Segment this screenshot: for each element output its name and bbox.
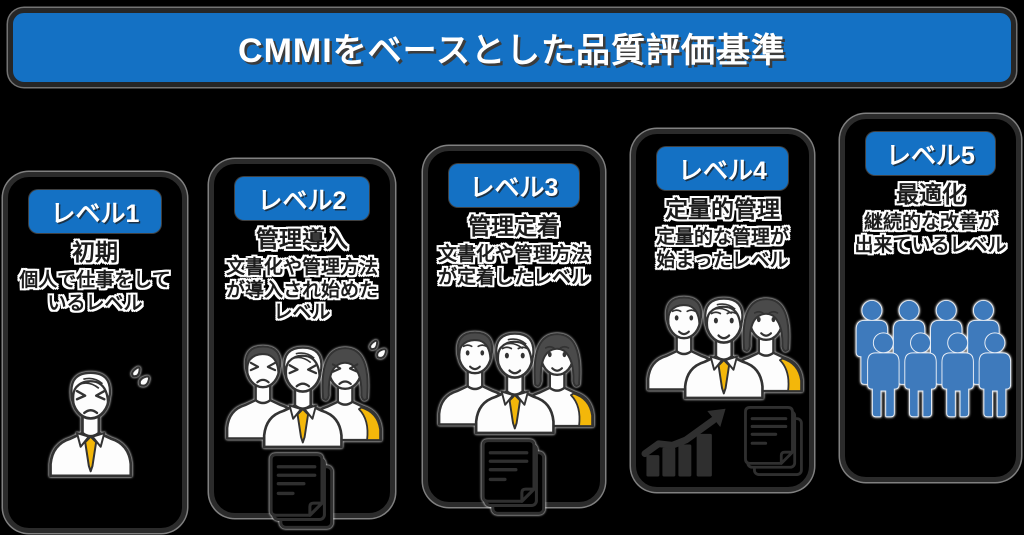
- level-5-badge: レベル5: [865, 132, 996, 175]
- level-3-art: [426, 313, 602, 435]
- document-stack-icon: [743, 406, 803, 477]
- sweat-drops-icon: [131, 366, 151, 387]
- level-5-heading: 最適化: [896, 181, 965, 207]
- growth-bar-chart-icon: [639, 408, 733, 478]
- page-title: CMMIをベースとした品質評価基準: [238, 32, 786, 70]
- level-3-description: 文書化や管理方法 が定着したレベル: [437, 244, 590, 288]
- level-4-art: [635, 278, 811, 400]
- level-card-4: レベル4 定量的管理 定量的な管理が 始まったレベル: [631, 129, 814, 492]
- blue-crowd-illustration: [855, 300, 1011, 418]
- worried-team-illustration: [225, 339, 387, 448]
- level-1-description: 個人で仕事をして いるレベル: [19, 270, 171, 314]
- document-stack-icon: [481, 439, 546, 516]
- level-2-description: 文書化や管理方法 が導入され始めた レベル: [225, 257, 378, 324]
- level-2-heading: 管理導入: [256, 226, 348, 252]
- level-1-badge: レベル1: [28, 190, 162, 233]
- level-2-art: [214, 327, 390, 449]
- sweat-drops-icon: [369, 339, 387, 359]
- level-4-badge: レベル4: [656, 147, 789, 190]
- level-card-3: レベル3 管理定着 文書化や管理方法 が定着したレベル: [423, 146, 605, 516]
- stressed-worker-illustration: [49, 366, 151, 478]
- level-4-description: 定量的な管理が 始まったレベル: [655, 227, 789, 271]
- team-illustration: [646, 296, 803, 400]
- level-1-art: [25, 351, 165, 478]
- level-3-badge: レベル3: [448, 164, 580, 207]
- level-5-art: [851, 299, 1011, 421]
- level-3-heading: 管理定着: [468, 213, 560, 239]
- level-1-heading: 初期: [72, 239, 118, 265]
- level-4-heading: 定量的管理: [665, 196, 780, 222]
- level-card-5: レベル5 最適化 継続的な改善が 出来ているレベル: [840, 114, 1021, 482]
- level-card-1: レベル1 初期 個人で仕事をして いるレベル: [3, 172, 187, 533]
- title-banner: CMMIをベースとした品質評価基準: [8, 8, 1016, 87]
- team-illustration: [437, 331, 595, 435]
- level-2-badge: レベル2: [235, 177, 369, 220]
- level-5-description: 継続的な改善が 出来ているレベル: [854, 212, 1007, 256]
- document-stack-icon: [269, 452, 334, 529]
- level-card-2: レベル2 管理導入 文書化や管理方法 が導入され始めた レベル: [209, 159, 395, 529]
